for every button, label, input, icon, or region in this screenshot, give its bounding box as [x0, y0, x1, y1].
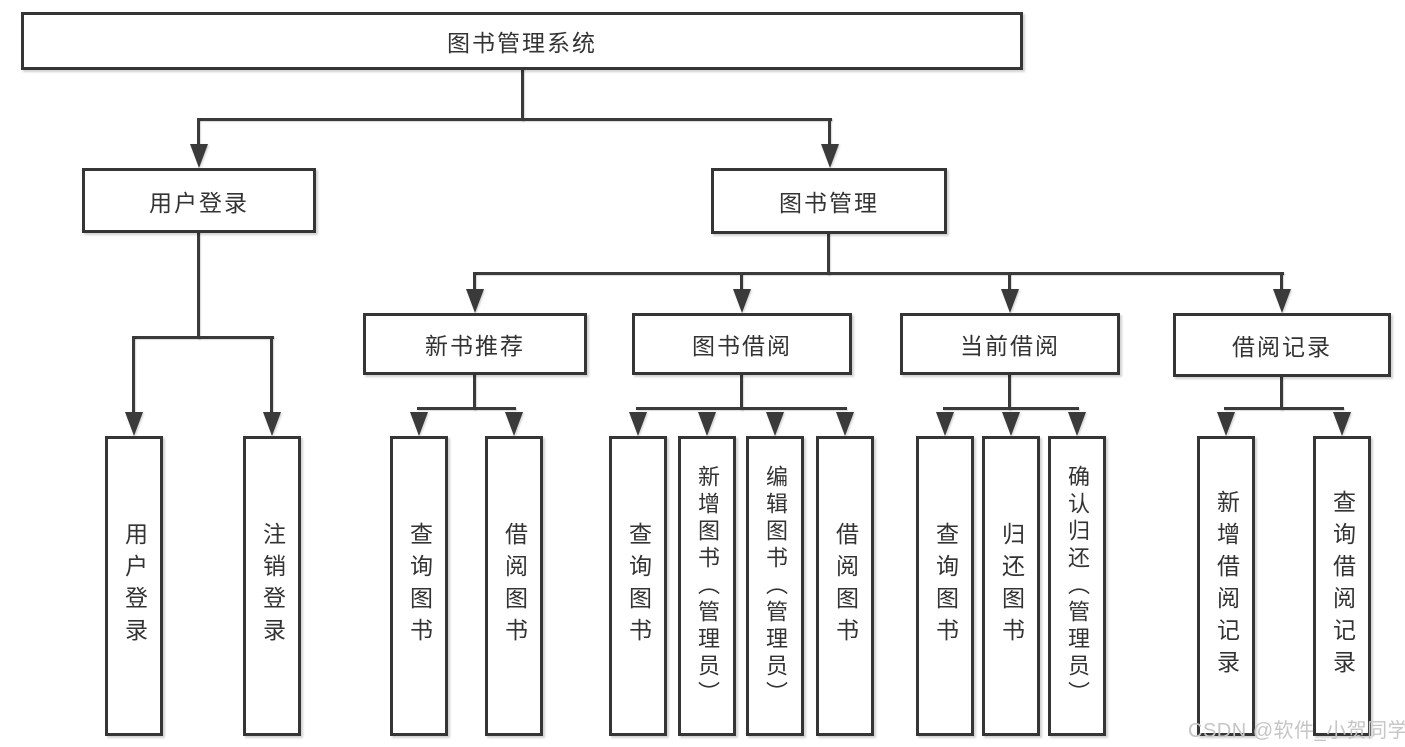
connector-line [740, 272, 743, 292]
connector-line [473, 272, 1284, 275]
node-label: 当前借阅 [960, 333, 1060, 359]
leaf-label: 借阅图书 [832, 522, 859, 650]
arrow-down-icon [1068, 412, 1086, 436]
arrow-down-icon [410, 412, 428, 436]
arrow-down-icon [766, 412, 784, 436]
leaf-borrow-books-borrowing: 借阅图书 [816, 436, 874, 736]
connector-line [132, 336, 135, 418]
leaf-user-login: 用户登录 [105, 436, 163, 736]
connector-line [943, 407, 1079, 410]
arrow-down-icon [698, 412, 716, 436]
connector-line [417, 407, 516, 410]
arrow-down-icon [466, 289, 484, 313]
arrow-down-icon [1001, 289, 1019, 313]
leaf-label: 用户登录 [121, 522, 148, 650]
leaf-label: 借阅图书 [501, 522, 528, 650]
connector-line [1280, 375, 1283, 410]
leaf-return-books: 归还图书 [982, 436, 1040, 736]
leaf-label: 注销登录 [259, 522, 286, 650]
connector-line [636, 407, 847, 410]
leaf-query-books-borrowing: 查询图书 [609, 436, 667, 736]
connector-line [197, 118, 832, 121]
leaf-label: 确认归还（管理员） [1065, 464, 1090, 708]
leaf-edit-books-admin: 编辑图书（管理员） [746, 436, 804, 736]
node-label: 借阅记录 [1232, 334, 1332, 360]
arrow-down-icon [936, 412, 954, 436]
leaf-label: 编辑图书（管理员） [763, 464, 788, 708]
node-user-login: 用户登录 [82, 168, 316, 233]
connector-line [1008, 373, 1011, 410]
leaf-label: 查询图书 [625, 522, 652, 650]
leaf-query-books-recommend: 查询图书 [390, 436, 448, 736]
node-label: 新书推荐 [425, 333, 525, 359]
connector-line [521, 68, 524, 121]
connector-line [132, 336, 274, 339]
arrow-down-icon [629, 412, 647, 436]
connector-line [1280, 272, 1283, 292]
csdn-watermark: CSDN @软件_小贺同学 [1188, 720, 1405, 742]
arrow-down-icon [1002, 412, 1020, 436]
connector-line [473, 272, 476, 292]
connector-line [740, 373, 743, 410]
node-label: 用户登录 [149, 189, 249, 216]
node-library-management-system: 图书管理系统 [21, 12, 1023, 70]
leaf-logout: 注销登录 [243, 436, 301, 736]
leaf-label: 查询图书 [932, 522, 959, 650]
leaf-confirm-return-admin: 确认归还（管理员） [1048, 436, 1106, 736]
connector-line [270, 336, 273, 418]
node-current-borrowing: 当前借阅 [900, 313, 1120, 375]
arrow-down-icon [821, 144, 839, 168]
connector-line [473, 373, 476, 410]
arrow-down-icon [1333, 412, 1351, 436]
connector-line [1224, 407, 1344, 410]
connector-line [197, 231, 200, 339]
arrow-down-icon [1217, 412, 1235, 436]
arrow-down-icon [190, 144, 208, 168]
connector-line [827, 232, 830, 275]
arrow-down-icon [125, 412, 143, 436]
leaf-add-books-admin: 新增图书（管理员） [678, 436, 736, 736]
connector-line [828, 118, 831, 148]
leaf-query-borrow-record: 查询借阅记录 [1313, 436, 1371, 736]
node-book-management: 图书管理 [711, 168, 947, 234]
leaf-query-books-current: 查询图书 [916, 436, 974, 736]
arrow-down-icon [836, 412, 854, 436]
leaf-add-borrow-record: 新增借阅记录 [1197, 436, 1255, 736]
leaf-borrow-books-recommend: 借阅图书 [485, 436, 543, 736]
connector-line [1008, 272, 1011, 292]
node-label: 图书借阅 [692, 333, 792, 359]
arrow-down-icon [263, 412, 281, 436]
leaf-label: 归还图书 [998, 522, 1025, 650]
node-new-book-recommend: 新书推荐 [363, 313, 587, 375]
arrow-down-icon [1273, 289, 1291, 313]
node-label: 图书管理 [779, 190, 879, 216]
arrow-down-icon [733, 289, 751, 313]
arrow-down-icon [505, 412, 523, 436]
leaf-label: 新增借阅记录 [1213, 490, 1240, 682]
node-borrowing-records: 借阅记录 [1173, 313, 1391, 377]
node-book-borrowing: 图书借阅 [632, 313, 852, 375]
leaf-label: 新增图书（管理员） [695, 464, 720, 708]
connector-line [197, 118, 200, 148]
leaf-label: 查询图书 [406, 522, 433, 650]
node-label: 图书管理系统 [447, 30, 597, 56]
leaf-label: 查询借阅记录 [1329, 490, 1356, 682]
